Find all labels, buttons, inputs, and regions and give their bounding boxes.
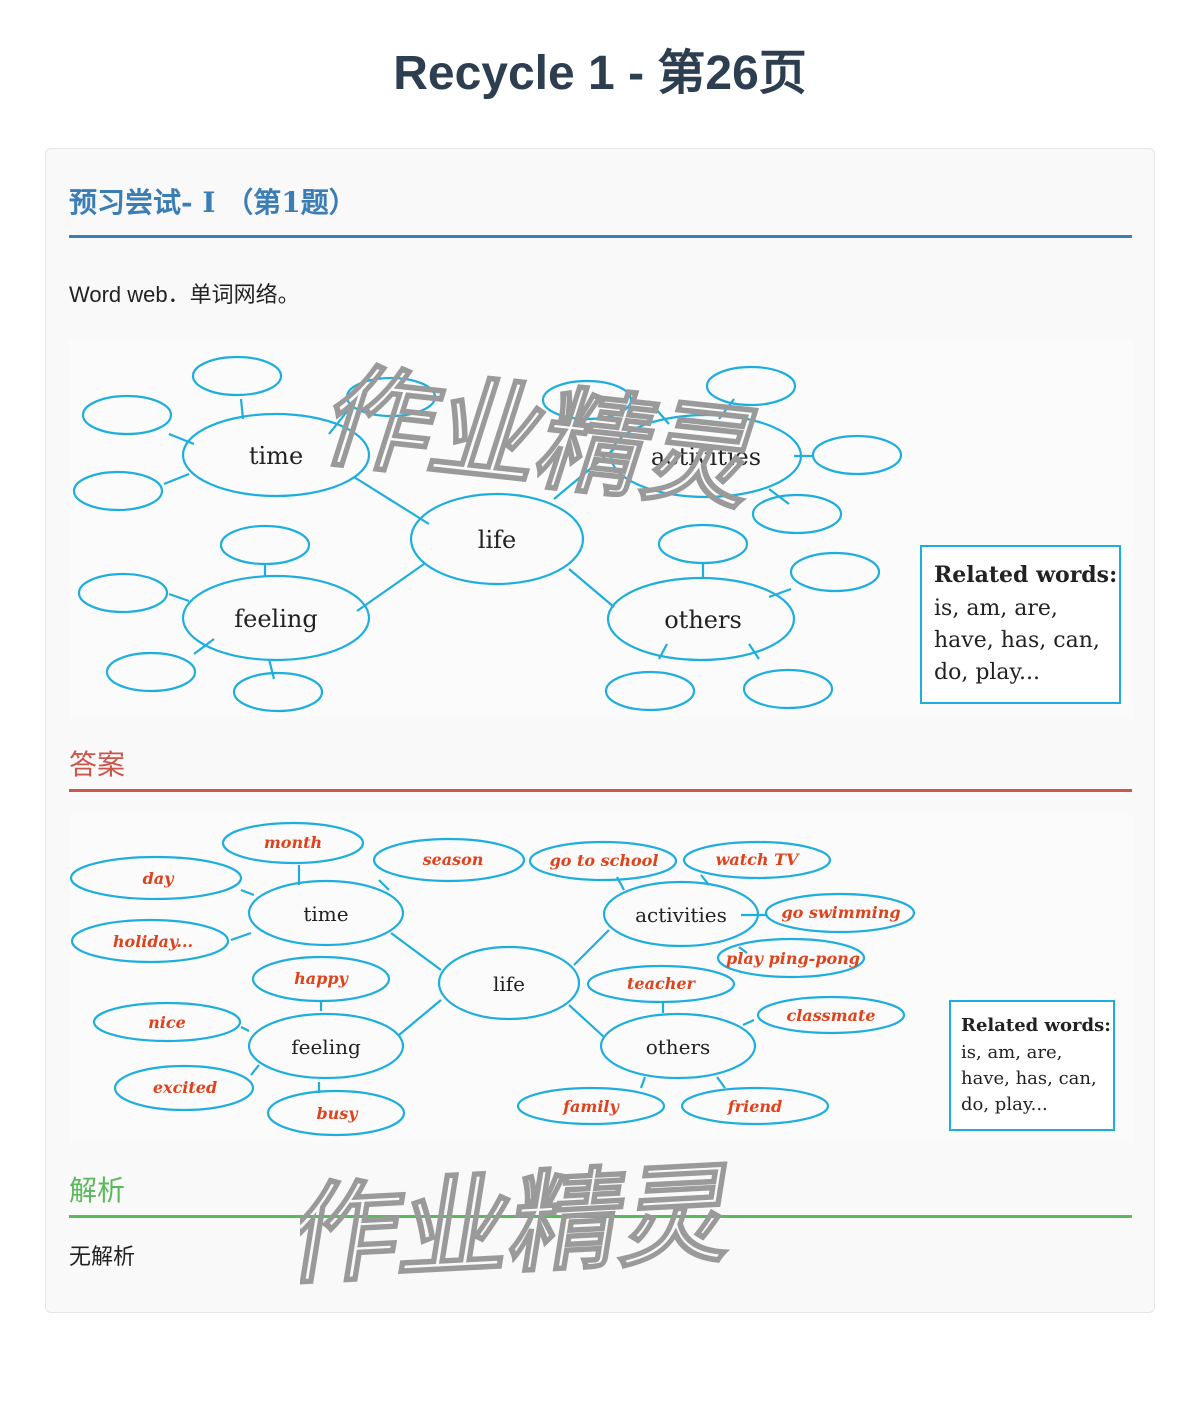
answer-word-go-swimming: go swimming [781,903,900,922]
answer-heading: 答案 [69,745,1132,792]
answer-word-holiday: holiday... [113,932,193,951]
answer-word-web-diagram: time activities life feeling others mont… [69,821,1115,1137]
related-words-title: Related words: [934,562,1117,588]
answer-word-go-to-school: go to school [550,851,659,870]
center-life-label: life [493,972,525,996]
page-title: Recycle 1 - 第26页 [393,47,807,100]
answer-word-busy: busy [316,1104,359,1123]
word-web-figure: time activities life feeling others Rela… [69,339,1133,719]
answer-word-nice: nice [148,1013,186,1032]
answer-word-happy: happy [294,969,349,988]
answer-word-watch-tv: watch TV [716,850,800,869]
hub-time-label: time [303,902,348,926]
answer-word-excited: excited [153,1078,217,1097]
hub-time-label: time [249,442,303,470]
answer-word-friend: friend [727,1097,782,1116]
hub-feeling-label: feeling [234,605,317,633]
answer-word-web-figure: time activities life feeling others mont… [69,815,1133,1143]
explanation-text: 无解析 [69,1245,136,1270]
answer-word-teacher: teacher [627,974,696,993]
hub-others-label: others [664,606,742,634]
related-words-title: Related words: [961,1015,1111,1036]
hub-feeling-label: feeling [291,1035,361,1059]
center-life-label: life [478,526,516,554]
explanation-heading: 解析 [69,1171,1132,1218]
answer-word-play-ping-pong: play ping-pong [726,949,860,968]
answer-word-day: day [143,869,176,888]
answer-word-season: season [422,850,484,869]
answer-word-month: month [264,833,322,852]
hub-activities-label: activities [635,903,727,927]
answer-word-classmate: classmate [786,1006,875,1025]
question-heading: 预习尝试- I （第1题） [69,183,1132,238]
related-words-line: have, has, can, [961,1068,1097,1089]
related-words-line: have, has, can, [934,628,1100,653]
question-prompt: Word web．单词网络。 [69,282,300,307]
question-card: 预习尝试- I （第1题） Word web．单词网络。 [45,148,1155,1313]
hub-activities-label: activities [651,443,761,471]
related-words-line: do, play... [934,660,1040,685]
answer-word-family: family [562,1097,620,1116]
word-web-diagram: time activities life feeling others Rela… [72,355,1121,713]
related-words-line: do, play... [961,1094,1048,1115]
related-words-line: is, am, are, [961,1042,1062,1063]
hub-others-label: others [646,1035,711,1059]
related-words-line: is, am, are, [934,596,1058,621]
